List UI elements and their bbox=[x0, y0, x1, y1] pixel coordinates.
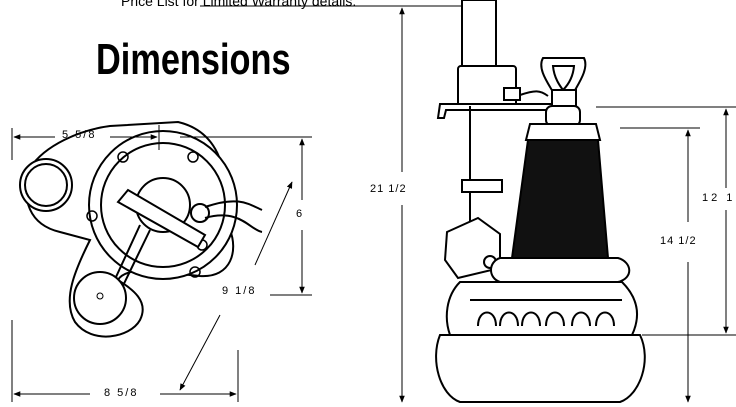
dim-body-height: 14 1/2 bbox=[660, 235, 697, 247]
float-ball bbox=[73, 271, 127, 325]
page-title: Dimensions bbox=[96, 35, 291, 84]
discharge-port bbox=[19, 158, 73, 212]
discharge-pipe bbox=[461, 0, 497, 73]
float-arm bbox=[116, 188, 207, 249]
inlet-openings bbox=[477, 311, 615, 327]
dim-bottom-width: 8 5/8 bbox=[104, 387, 139, 399]
dim-height-6: 6 bbox=[296, 208, 305, 220]
side-view-dimension-lines bbox=[396, 5, 736, 403]
top-view-drawing bbox=[19, 120, 263, 338]
motor-body bbox=[510, 139, 610, 259]
mounting-bracket bbox=[436, 103, 561, 119]
dim-top-width: 5 5/8 bbox=[62, 129, 97, 141]
dim-diagonal: 9 1/8 bbox=[222, 285, 257, 297]
side-view-drawing bbox=[435, 0, 646, 403]
dim-overall-height: 21 1/2 bbox=[370, 183, 407, 195]
dim-inlet-height: 12 1 bbox=[702, 192, 736, 204]
top-view-dimension-lines bbox=[11, 125, 312, 402]
volute-housing bbox=[445, 281, 639, 336]
base-outline bbox=[25, 120, 235, 338]
switch-knob bbox=[190, 203, 210, 223]
warranty-note: Price List for Limited Warranty details. bbox=[121, 0, 357, 9]
pump-base bbox=[435, 334, 646, 403]
flange bbox=[490, 257, 631, 283]
